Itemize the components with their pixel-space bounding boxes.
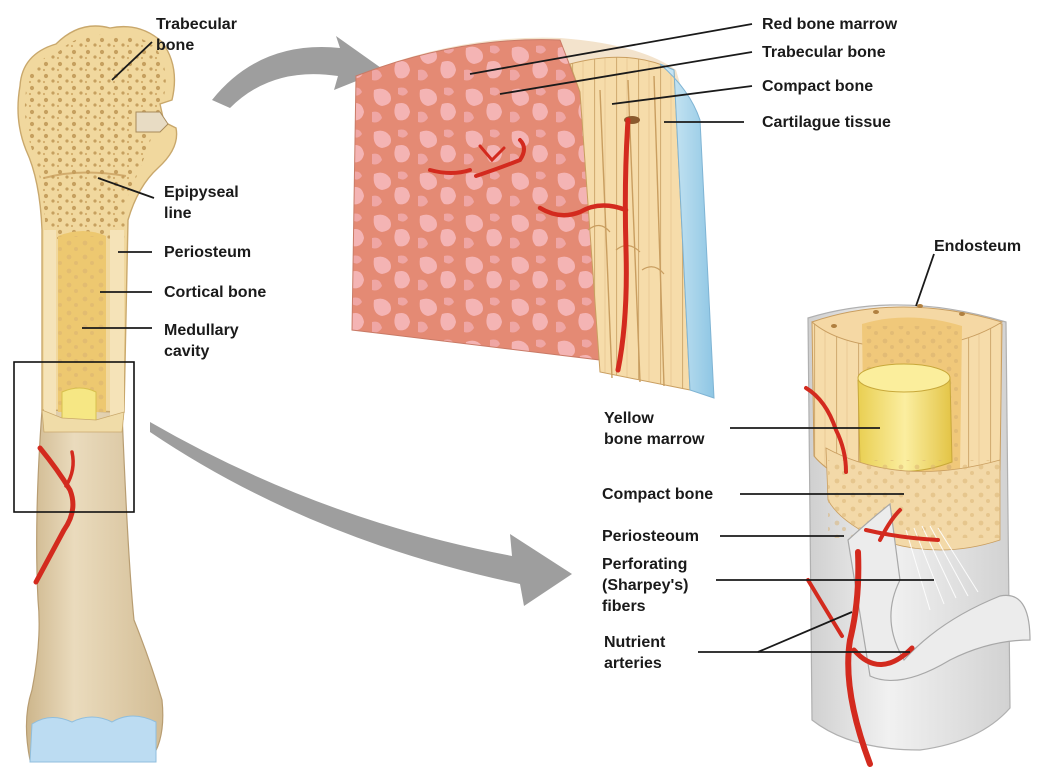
label-periosteum-right: Periosteoum — [602, 526, 699, 547]
label-compact-bone-top: Compact bone — [762, 76, 873, 97]
bone-notch — [136, 112, 168, 132]
label-compact-bone-right: Compact bone — [602, 484, 713, 505]
label-medullary-cavity: Medullary cavity — [164, 320, 239, 362]
bone-shaft-distal — [26, 410, 162, 760]
label-periosteum-left: Periosteum — [164, 242, 251, 263]
label-cartilage-tissue: Cartilague tissue — [762, 112, 891, 133]
red-marrow-face — [352, 40, 600, 360]
top-inset-section — [352, 38, 714, 398]
arrow-to-right-inset — [150, 422, 572, 606]
leader-endosteum — [916, 254, 934, 306]
cortical-wall-left — [44, 230, 56, 420]
label-perforating-fibers: Perforating (Sharpey's) fibers — [602, 554, 689, 617]
label-epiphyseal-line: Epipyseal line — [164, 182, 239, 224]
label-trabecular-bone-left: Trabecular bone — [156, 14, 237, 56]
articular-cartilage — [30, 716, 156, 762]
label-trabecular-bone-top: Trabecular bone — [762, 42, 886, 63]
right-inset-section — [806, 304, 1030, 764]
spongy-bone-texture — [25, 35, 166, 240]
label-yellow-bone-marrow: Yellow bone marrow — [604, 408, 704, 450]
label-red-bone-marrow: Red bone marrow — [762, 14, 897, 35]
label-cortical-bone: Cortical bone — [164, 282, 266, 303]
cortical-wall-right — [110, 230, 124, 420]
medullary-texture — [58, 236, 106, 412]
long-bone-illustration — [14, 26, 177, 762]
label-nutrient-arteries: Nutrient arteries — [604, 632, 665, 674]
label-endosteum: Endosteum — [934, 236, 1021, 257]
